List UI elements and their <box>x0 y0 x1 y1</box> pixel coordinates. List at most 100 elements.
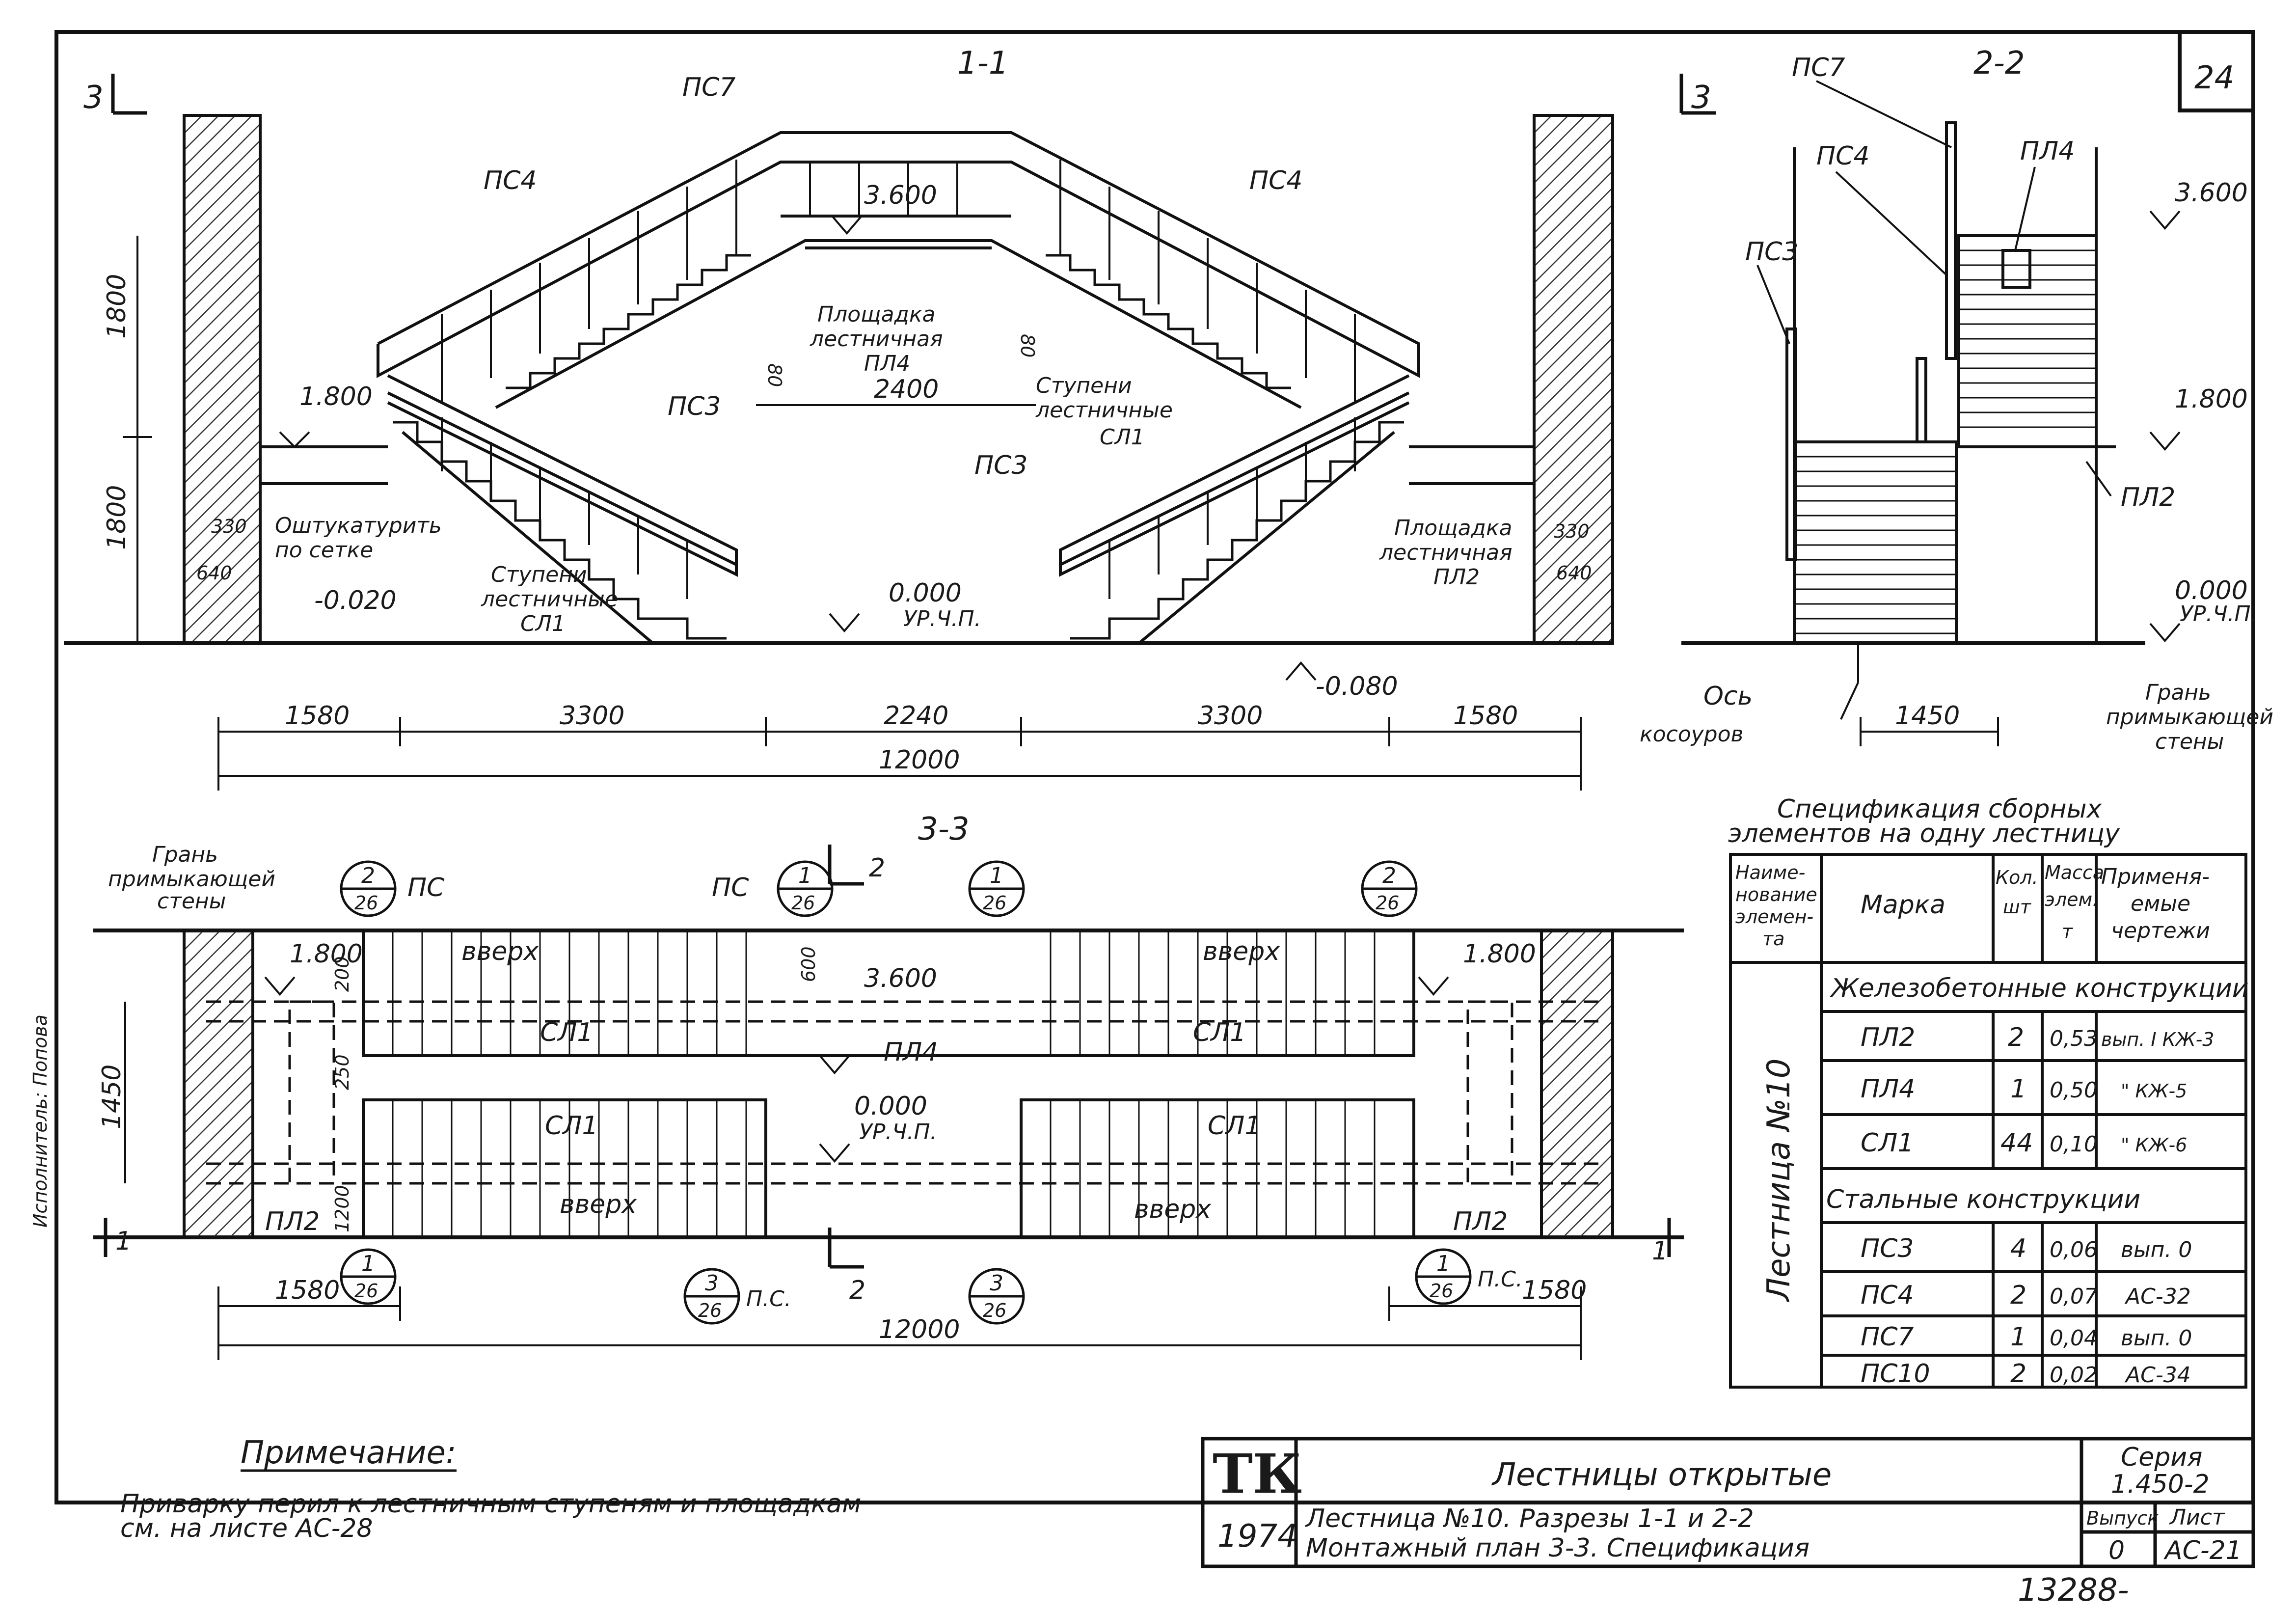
spec-h-dr-1: емые <box>2131 891 2190 916</box>
landing-top-l3: ПЛ4 <box>864 351 910 376</box>
dim-v-640-r: 640 <box>1556 562 1592 584</box>
s3-up-1: вверх <box>461 937 539 966</box>
s3-callout-6-sheet: 26 <box>698 1300 722 1321</box>
s3-callout-4-sheet: 26 <box>1376 892 1399 914</box>
s3-wall-l3: стены <box>157 889 226 914</box>
tb-desc-l2: Монтажный план 3-3. Спецификация <box>1306 1533 1810 1563</box>
s2-level-top: 3.600 <box>2175 178 2248 208</box>
dim-d1: 1580 <box>285 701 350 731</box>
steps-top-l1: Ступени <box>1036 373 1132 398</box>
steps-top-l2: лестничные <box>1035 398 1173 423</box>
steps-upper-left <box>506 254 751 389</box>
spec-st-2-mass: 0,04 <box>2050 1326 2098 1351</box>
dim-v-80-r: 80 <box>1017 334 1038 357</box>
dim-total: 12000 <box>879 745 960 775</box>
s3-up-3: вверх <box>560 1190 637 1219</box>
railing-post-2 <box>1785 328 1797 561</box>
upper-flight-block <box>1957 234 2098 448</box>
spec-st-1-mark: ПС4 <box>1861 1281 1914 1310</box>
s3-sl1-d: СЛ1 <box>1208 1111 1261 1141</box>
s3-dim-250: 250 <box>331 1054 353 1090</box>
spec-rc-2-dr: " КЖ-6 <box>2121 1134 2187 1156</box>
s3-level-floor-note: УР.Ч.П. <box>859 1120 937 1145</box>
s3-wall-l2: примыкающей <box>108 867 275 892</box>
spec-h-mass-0: Масса <box>2045 862 2104 883</box>
spec-st-0-mark: ПС3 <box>1861 1234 1914 1263</box>
s2-ps7: ПС7 <box>1792 53 1845 82</box>
callout-circles <box>340 860 1472 1325</box>
s3-callout-2-sheet: 26 <box>791 892 815 914</box>
s3-callout-7-sheet: 26 <box>983 1300 1006 1321</box>
landing-bottom-l3: ПЛ2 <box>1433 565 1480 590</box>
spec-title-l2: элементов на одну лестницу <box>1728 819 2120 848</box>
dim-d3: 2240 <box>884 701 948 731</box>
s2-level-mid: 1.800 <box>2175 384 2248 414</box>
note-line1: Приварку перил к лестничным ступеням и п… <box>120 1489 861 1519</box>
s3-dim-200: 200 <box>331 956 353 992</box>
spec-h-mark: Марка <box>1861 890 1945 920</box>
spec-h-name-1: нование <box>1735 884 1817 905</box>
s3-pl2-r: ПЛ2 <box>1453 1207 1508 1236</box>
s3-up-4: вверх <box>1134 1195 1212 1224</box>
spec-rc-1-mass: 0,50 <box>2050 1078 2098 1103</box>
tb-desc-l1: Лестница №10. Разрезы 1-1 и 2-2 <box>1305 1504 1754 1533</box>
handrail-lower-right <box>1059 374 1410 577</box>
spec-rc-0-dr: вып. I КЖ-3 <box>2101 1029 2215 1050</box>
flight-lower-right <box>1059 391 1410 566</box>
s3-callout-4-num: 2 <box>1382 863 1396 888</box>
spec-title-l1: Спецификация сборных <box>1777 794 2103 824</box>
spec-st-1-mass: 0,07 <box>2050 1284 2098 1309</box>
s2-level-floor: 0.000 <box>2175 576 2248 605</box>
spec-st-2-dr: вып. 0 <box>2121 1326 2192 1351</box>
note-title: Примечание: <box>241 1435 456 1471</box>
s3-callout-7-num: 3 <box>990 1271 1003 1296</box>
tb-year: 1974 <box>1217 1518 1297 1555</box>
tb-sheet-label: Лист <box>2169 1505 2225 1530</box>
spec-st-3-mass: 0,02 <box>2050 1363 2098 1388</box>
s3-cut-left: 1 <box>115 1227 132 1256</box>
note-line2: см. на листе АС-28 <box>120 1514 373 1543</box>
handrail-lower-left <box>387 374 738 577</box>
s2-pl4: ПЛ4 <box>2020 137 2075 166</box>
plaster-l1: Оштукатурить <box>275 513 442 538</box>
spec-h-dr-0: Применя- <box>2101 864 2210 889</box>
plan-upper-flight <box>362 929 1415 1057</box>
cut-marker-right: 3 <box>1691 80 1711 116</box>
margin-stamp: Исполнитель: Попова <box>29 1014 51 1228</box>
railing-post-1 <box>1945 121 1957 360</box>
s3-pl4: ПЛ4 <box>884 1038 938 1067</box>
title-block-text: ТК 1974 Лестницы открытые Серия 1.450-2 … <box>1213 1442 2242 1565</box>
s3-dim-d-left: 1580 <box>275 1276 340 1305</box>
plan-hidden-beams <box>206 1000 1600 1185</box>
label-ps3-left: ПС3 <box>668 392 721 421</box>
steps-lower-left <box>393 421 727 640</box>
level-floor-note: УР.Ч.П. <box>903 606 981 631</box>
spec-group-steel: Стальные конструкции <box>1826 1185 2140 1214</box>
spec-rc-2-mass: 0,10 <box>2050 1132 2098 1157</box>
s3-callout-1-sheet: 26 <box>354 892 378 914</box>
s3-ps-d: П.С. <box>1478 1267 1523 1292</box>
steps-top-l3: СЛ1 <box>1100 425 1145 450</box>
dim-h-upper: 1800 <box>102 274 132 339</box>
spec-st-0-mass: 0,06 <box>2050 1237 2098 1262</box>
spec-group-rc: Железобетонные конструкции <box>1830 974 2249 1003</box>
s2-wall-l3: стены <box>2155 729 2224 754</box>
spec-h-dr-2: чертежи <box>2111 918 2210 943</box>
section-3-3-title: 3-3 <box>918 811 970 847</box>
steps-bottom-l3: СЛ1 <box>520 611 566 636</box>
s2-dim-width: 1450 <box>1895 701 1960 731</box>
level-mid-left: 1.800 <box>299 382 373 411</box>
s3-ps-a: ПС <box>407 873 445 902</box>
landing-top-l1: Площадка <box>817 302 936 327</box>
plan-wall-right <box>1540 929 1614 1239</box>
cut-marker-left: 3 <box>83 80 104 116</box>
plan-tread-lines <box>392 930 1376 1237</box>
dim-span-top: 2400 <box>874 375 939 404</box>
spec-st-3-dr: АС-34 <box>2124 1363 2191 1388</box>
steps-upper-right <box>1046 254 1291 389</box>
s3-dim-600: 600 <box>798 946 819 982</box>
note-block: Примечание: Приварку перил к лестничным … <box>120 1435 861 1543</box>
s2-axis-l1: Ось <box>1703 682 1753 711</box>
spec-h-mass-1: элем. <box>2045 889 2098 910</box>
s2-pl2: ПЛ2 <box>2121 483 2175 512</box>
